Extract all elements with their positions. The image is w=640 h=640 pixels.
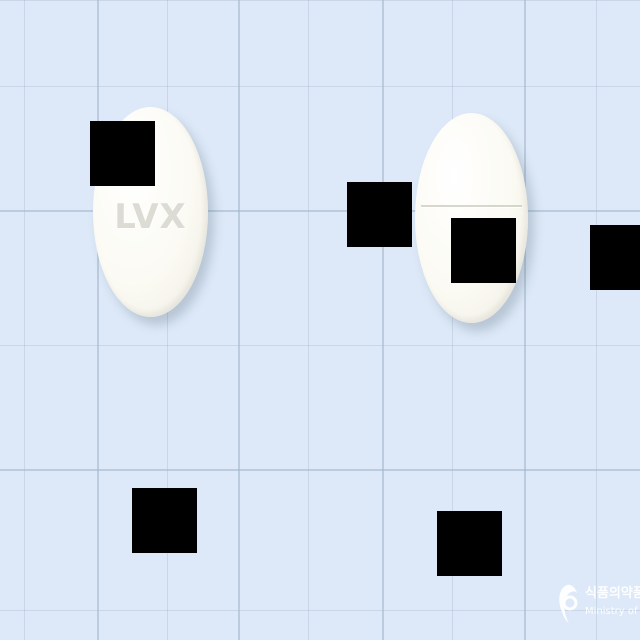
mfds-watermark: 식품의약품 Ministry of Food: [555, 580, 640, 628]
redaction-block: [590, 225, 640, 290]
redaction-block: [90, 121, 155, 186]
tablet-imprint: LVX: [114, 197, 187, 237]
redaction-block: [347, 182, 412, 247]
redaction-block: [437, 511, 502, 576]
watermark-korean-text: 식품의약품: [585, 586, 640, 601]
tablet-score-line: [421, 205, 522, 207]
watermark-english-text: Ministry of Food: [585, 606, 640, 617]
taegeuk-emblem-icon: [559, 584, 578, 623]
redaction-block: [132, 488, 197, 553]
redaction-block: [451, 218, 516, 283]
